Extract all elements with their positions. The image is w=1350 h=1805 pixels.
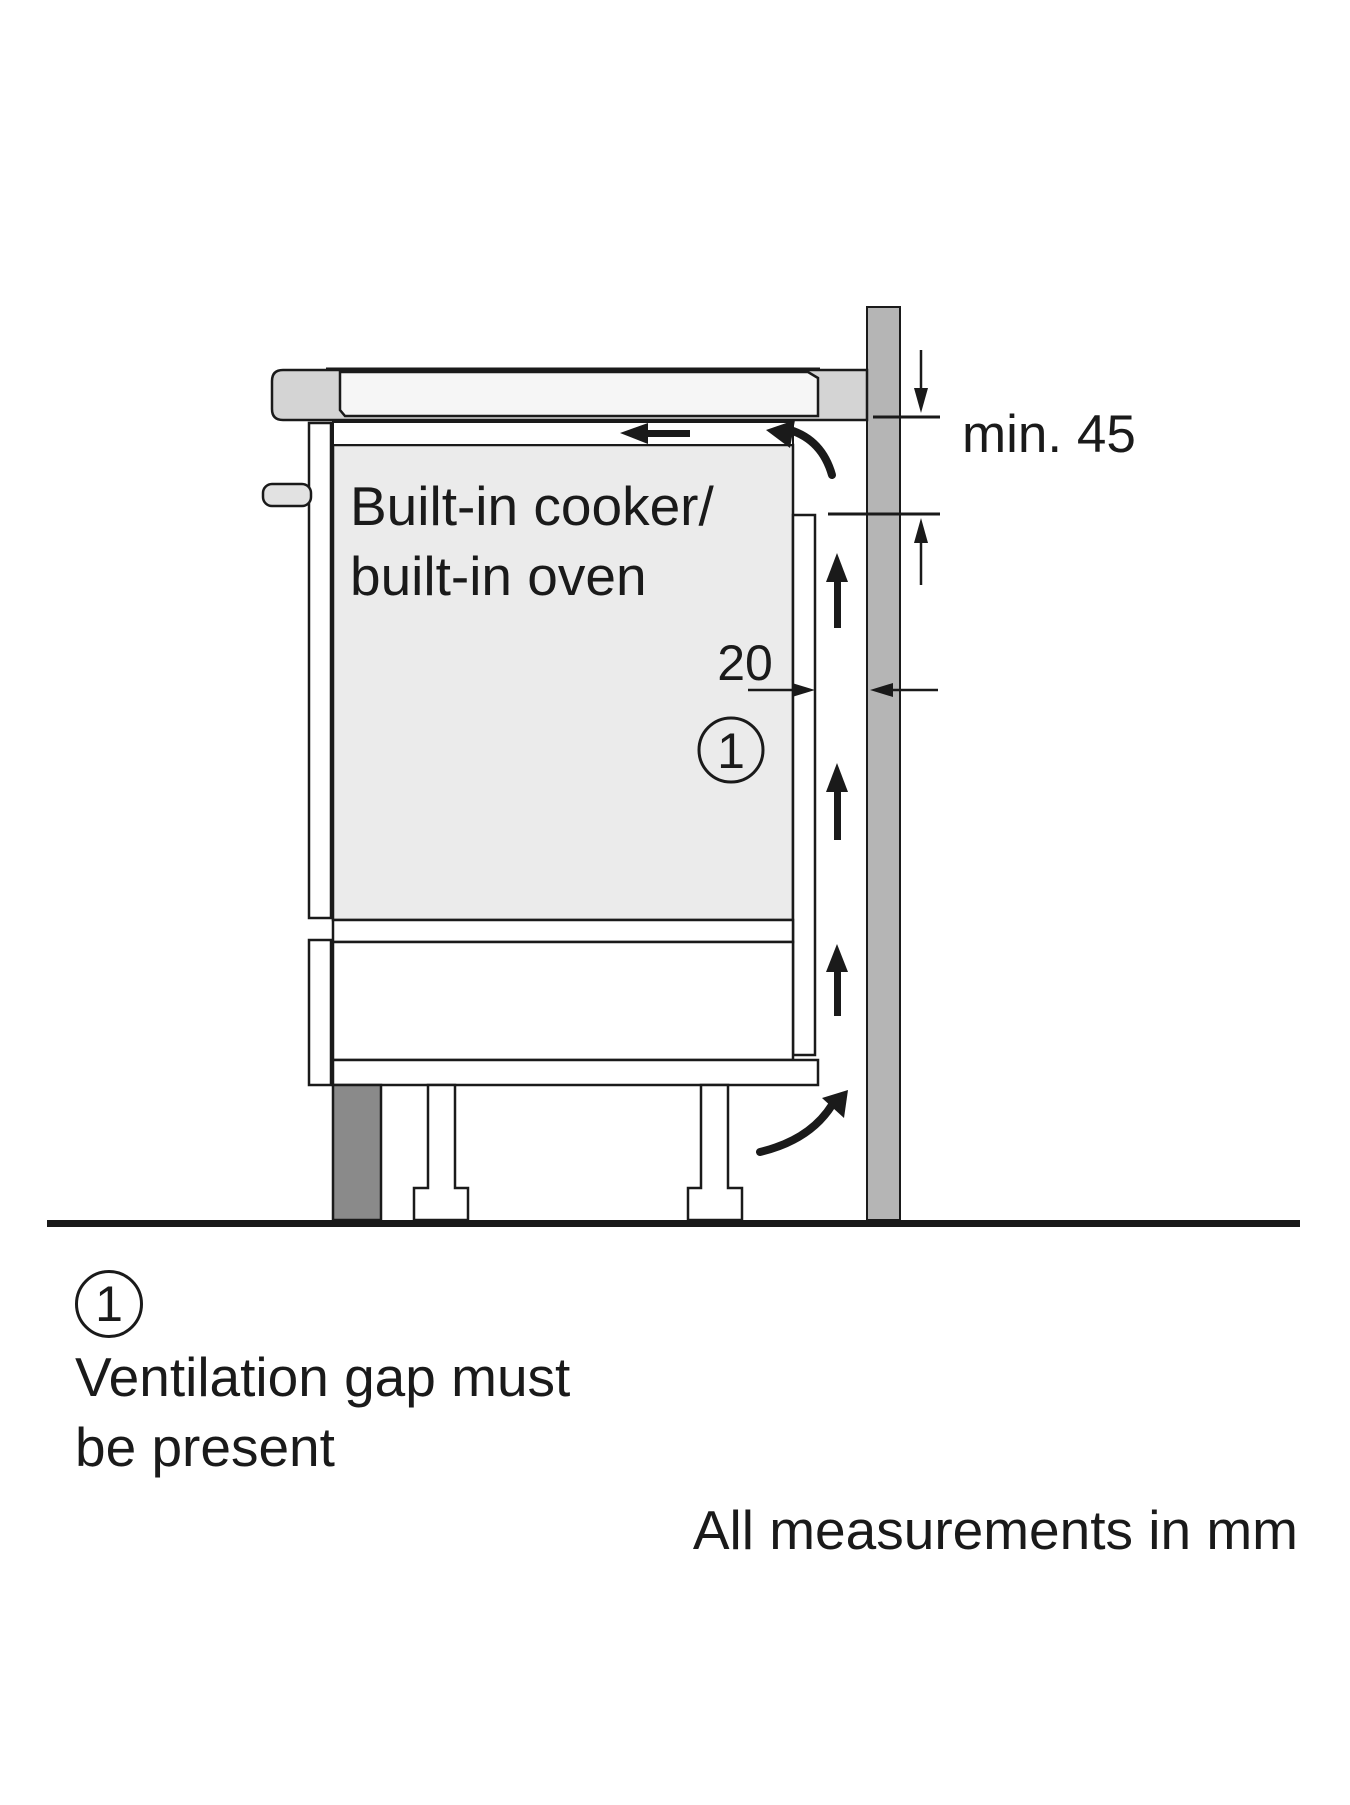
oven-top-rail	[332, 421, 794, 446]
appliance-label-line-2: built-in oven	[350, 545, 647, 607]
legend-text-line-2: be present	[75, 1416, 335, 1478]
legend-marker: 1	[75, 1270, 145, 1340]
cabinet-leg-right	[686, 1083, 744, 1222]
hob-panel	[338, 370, 820, 418]
legend-marker-ring	[75, 1270, 143, 1338]
units-note: All measurements in mm	[692, 1499, 1298, 1561]
ventilation-gap-marker: 1	[697, 716, 765, 784]
airflow-top-curve-arrowhead	[766, 420, 795, 448]
oven-base-shelf	[331, 918, 795, 944]
control-knob-icon	[261, 482, 313, 508]
airflow-up-arrow-1	[826, 944, 848, 1016]
appliance-label-line-1: Built-in cooker/	[350, 475, 714, 537]
gap-width-arrow-right	[748, 683, 815, 697]
marker-ring	[697, 716, 765, 784]
marker-number: 1	[717, 723, 745, 779]
airflow-intake-arrowhead	[822, 1090, 848, 1118]
airflow-intake-arrow	[756, 1101, 836, 1156]
legend-marker-number: 1	[95, 1276, 123, 1332]
cabinet-leg-left	[412, 1083, 470, 1222]
side-wall	[866, 306, 901, 1221]
cabinet-front-upper	[307, 421, 333, 920]
drawer	[331, 940, 795, 1062]
plinth	[331, 1083, 383, 1222]
legend: 1 Ventilation gap must be present	[75, 1270, 775, 1482]
airflow-up-arrow-3	[826, 553, 848, 628]
legend-text-line-1: Ventilation gap must	[75, 1346, 571, 1408]
top-clearance-label: min. 45	[962, 405, 1136, 464]
airflow-top-curve-arrow	[786, 426, 836, 479]
clearance-arrow-down	[914, 350, 928, 413]
airflow-up-arrow-2	[826, 763, 848, 840]
clearance-arrow-up	[914, 518, 928, 585]
cabinet-front-lower	[307, 938, 333, 1087]
gap-width-value: 20	[717, 635, 773, 691]
gap-width-arrow-left	[870, 683, 938, 697]
floor-line	[47, 1220, 1300, 1227]
cabinet-base-board	[331, 1058, 820, 1087]
oven-body	[331, 443, 795, 922]
cabinet-side-panel	[791, 513, 817, 1057]
airflow-left-arrow	[620, 423, 690, 444]
